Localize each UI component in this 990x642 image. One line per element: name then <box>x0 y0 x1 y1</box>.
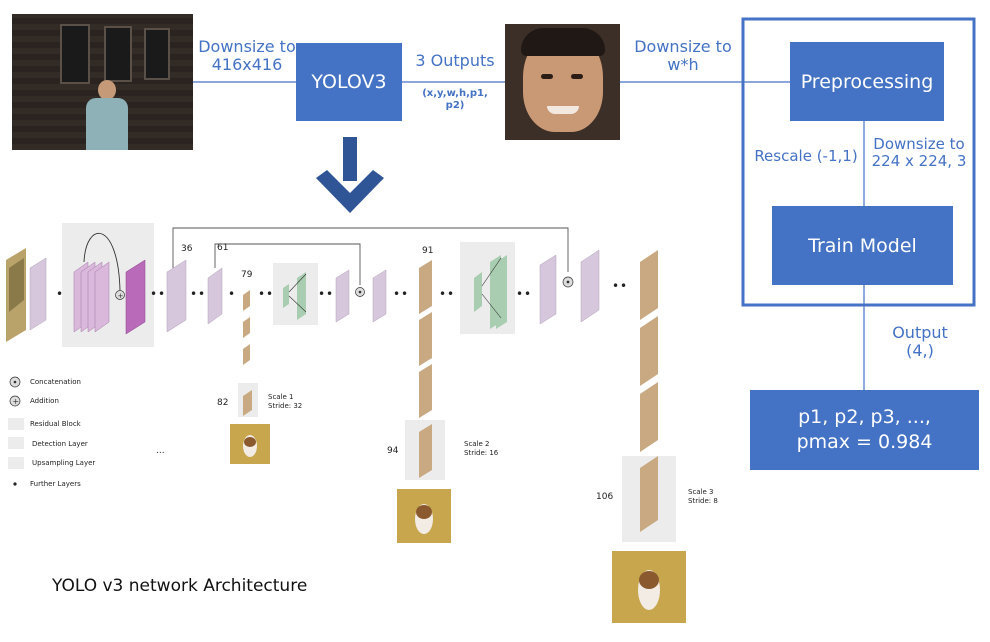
svg-text:+: + <box>12 397 19 406</box>
svg-text:+: + <box>118 292 124 300</box>
svg-text:•: • <box>516 287 523 301</box>
scale2-name: Scale 2 <box>464 440 490 448</box>
layer-61-label: 61 <box>217 243 229 253</box>
legend-upsampling: Upsampling Layer <box>32 459 96 467</box>
svg-text:•: • <box>198 287 205 301</box>
layer-91-label: 91 <box>422 246 434 256</box>
svg-text:•: • <box>56 287 63 301</box>
svg-text:•: • <box>150 287 157 301</box>
svg-text:•: • <box>318 287 325 301</box>
svg-text:•: • <box>612 279 619 293</box>
layer-106-label: 106 <box>596 492 614 502</box>
preprocessing-box: Preprocessing <box>790 42 944 121</box>
svg-text:•: • <box>158 287 165 301</box>
scale2-stride: Stride: 16 <box>464 449 499 457</box>
train-model-box: Train Model <box>772 206 953 285</box>
scale3-name: Scale 3 <box>688 488 714 496</box>
svg-text:•: • <box>190 287 197 301</box>
legend-concatenation: Concatenation <box>30 378 81 386</box>
layer-36-label: 36 <box>181 244 193 254</box>
architecture-diagram: • • + • • • • • • • <box>6 223 686 623</box>
yolo-label: YOLOV3 <box>311 71 387 93</box>
face-crop-photo <box>505 24 620 140</box>
svg-text:•: • <box>326 287 333 301</box>
downsize-416-label: Downsize to 416x416 <box>198 37 296 75</box>
scale1-name: Scale 1 <box>268 393 294 401</box>
result-box: p1, p2, p3, ..., pmax = 0.984 <box>750 390 979 470</box>
outputs-detail-label: (x,y,w,h,p1, p2) <box>422 88 488 111</box>
svg-text:•: • <box>439 287 446 301</box>
preprocessing-label: Preprocessing <box>800 70 934 93</box>
legend-addition: Addition <box>30 397 59 405</box>
residual-swatch <box>8 418 24 430</box>
training-frame <box>741 17 976 307</box>
three-outputs-label: 3 Outputs <box>415 51 495 70</box>
legend-residual: Residual Block <box>30 420 81 428</box>
layer-79-label: 79 <box>241 270 253 280</box>
down-arrow-icon <box>316 137 384 213</box>
detection-swatch <box>8 437 24 449</box>
svg-text:•: • <box>228 287 235 301</box>
layer-82-label: 82 <box>217 398 229 408</box>
svg-text:•: • <box>266 287 273 301</box>
skip-connection-61 <box>214 243 361 285</box>
yolo-box: YOLOV3 <box>296 43 402 121</box>
svg-text:•: • <box>258 287 265 301</box>
svg-text:•: • <box>393 287 400 301</box>
architecture-caption: YOLO v3 network Architecture <box>52 576 308 596</box>
train-model-label: Train Model <box>808 234 917 257</box>
rescale-label: Rescale (-1,1) <box>754 147 858 165</box>
legend-further: Further Layers <box>30 480 81 488</box>
legend-detection: Detection Layer <box>32 440 88 448</box>
skip-connection-36 <box>172 227 569 272</box>
result-label: p1, p2, p3, ..., pmax = 0.984 <box>796 406 933 453</box>
downsize-224-label: Downsize to 224 x 224, 3 <box>871 135 967 171</box>
output-shape-label: Output (4,) <box>892 323 948 361</box>
upsampling-swatch <box>8 457 24 469</box>
svg-text:•: • <box>447 287 454 301</box>
legend-ellipsis: ... <box>156 446 165 456</box>
svg-text:•: • <box>620 279 627 293</box>
scale1-stride: Stride: 32 <box>268 402 303 410</box>
input-photo <box>12 14 193 150</box>
scale3-stride: Stride: 8 <box>688 497 718 505</box>
svg-text:•: • <box>524 287 531 301</box>
layer-94-label: 94 <box>387 446 399 456</box>
dot-symbol <box>13 482 17 486</box>
addition-symbol <box>9 395 21 407</box>
svg-text:•: • <box>401 287 408 301</box>
downsize-wh-label: Downsize to w*h <box>634 37 732 75</box>
